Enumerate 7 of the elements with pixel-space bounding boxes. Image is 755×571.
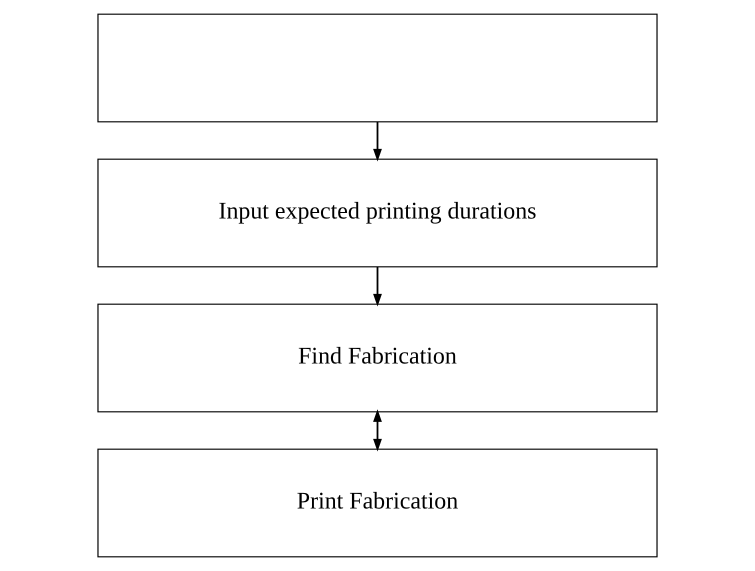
node-box: Find Fabrication — [97, 304, 658, 412]
arrow — [373, 266, 382, 306]
node-box: Input expected printing durations — [97, 158, 658, 268]
node-box: Print Fabrication — [97, 448, 658, 558]
arrow — [373, 122, 382, 162]
arrow — [373, 409, 382, 452]
node-box — [97, 14, 658, 122]
